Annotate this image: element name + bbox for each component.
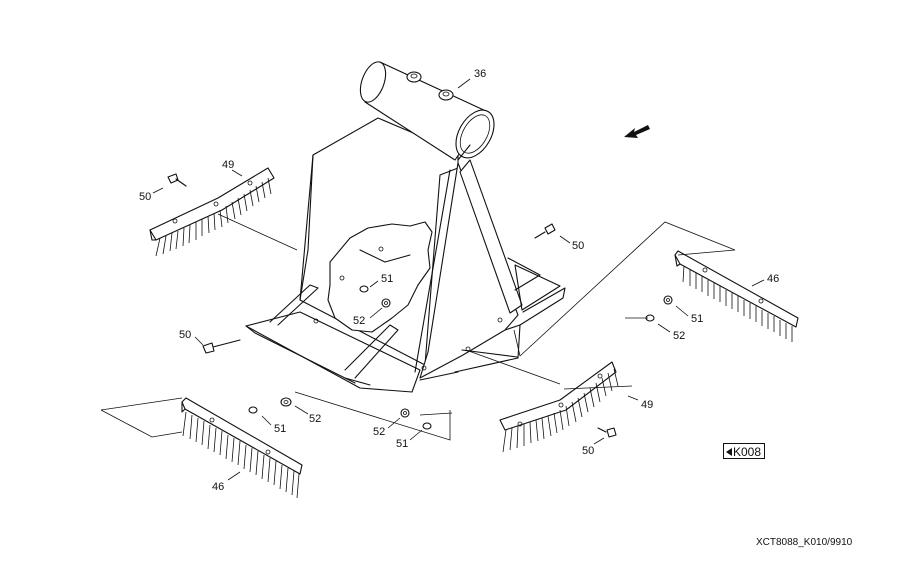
callout-46-right: 46 <box>767 273 779 285</box>
callout-labels: 36 49 50 50 51 52 50 46 51 52 49 50 52 5… <box>139 68 779 493</box>
callout-50-upper-left: 50 <box>139 191 151 203</box>
callout-46-lower-left: 46 <box>212 481 224 493</box>
brush-49-lower-right <box>499 361 619 453</box>
callout-52-lower-center: 52 <box>373 426 385 438</box>
brush-46-right <box>674 250 799 342</box>
callout-52-right: 52 <box>673 330 685 342</box>
callout-36: 36 <box>474 68 486 80</box>
mounting-tube <box>359 61 495 161</box>
brush-46-lower-left <box>181 397 303 499</box>
brush-housing <box>245 117 566 393</box>
callout-50-left: 50 <box>179 329 191 341</box>
hardware <box>167 173 673 438</box>
left-triangle-icon <box>726 448 732 456</box>
reference-k008-box[interactable]: K008 <box>723 443 765 459</box>
brush-49-upper-left <box>149 167 275 257</box>
callout-49-lower: 49 <box>641 399 653 411</box>
callout-51-lower-left: 51 <box>274 423 286 435</box>
callout-49-upper: 49 <box>222 159 234 171</box>
callout-52-center: 52 <box>353 315 365 327</box>
direction-arrow-icon <box>624 125 650 138</box>
callout-50-lower-right: 50 <box>582 445 594 457</box>
callout-51-lower-center: 51 <box>396 438 408 450</box>
callout-52-lower-left: 52 <box>309 413 321 425</box>
callout-50-upper-right: 50 <box>572 240 584 252</box>
assembly-lines <box>100 78 765 481</box>
reference-label: K008 <box>733 445 762 459</box>
callout-51-right: 51 <box>691 313 703 325</box>
callout-51-center: 51 <box>381 273 393 285</box>
drawing-code: XCT8088_K010/9910 <box>756 537 853 548</box>
